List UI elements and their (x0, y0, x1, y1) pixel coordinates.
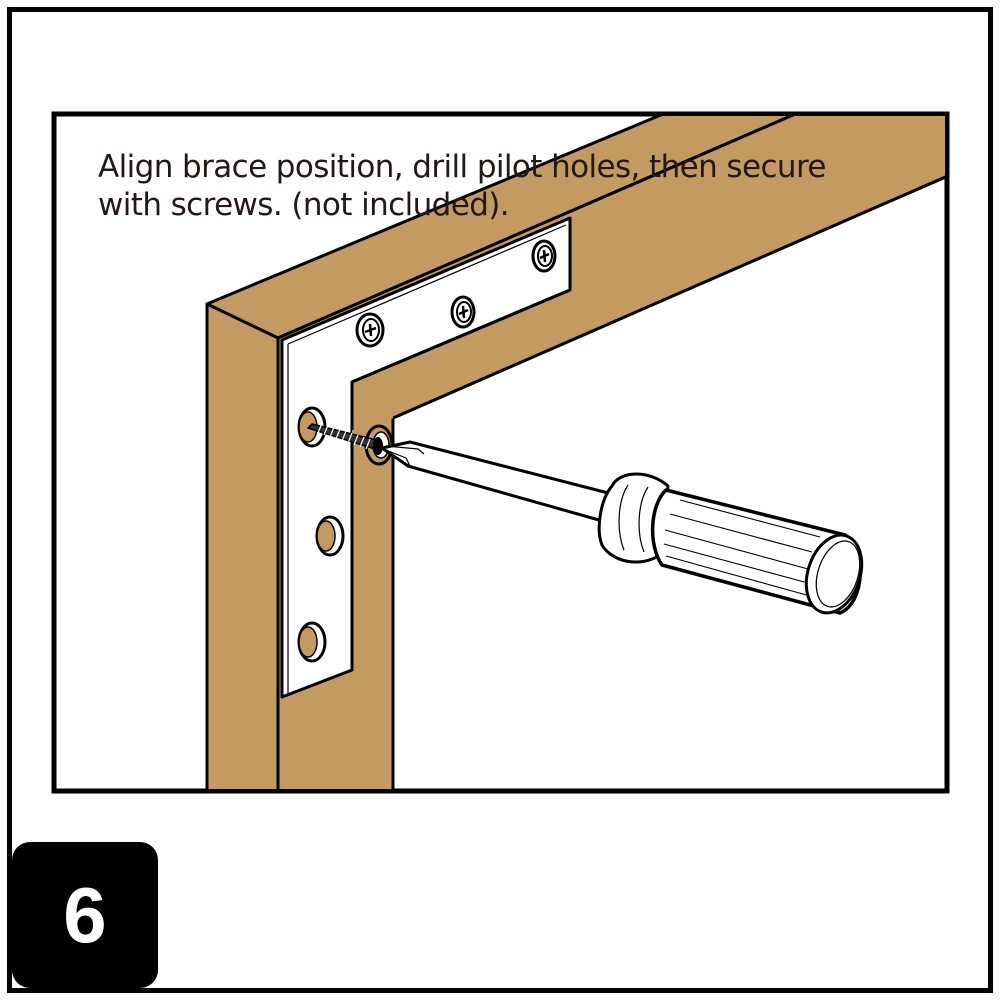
step-number-badge: 6 (12, 842, 158, 988)
screwdriver-end-cap (804, 533, 864, 615)
post-side-face (205, 302, 280, 789)
empty-screw-hole (315, 515, 345, 557)
screwdriver-collar (597, 472, 670, 564)
instruction-line-2: with screws. (not included). (98, 187, 510, 223)
installed-screw (531, 239, 557, 273)
instruction-text: Align brace position, drill pilot holes,… (98, 148, 918, 224)
screwdriver (380, 440, 864, 615)
installed-screw (355, 312, 385, 348)
screw-being-driven (306, 422, 383, 455)
step-number: 6 (63, 871, 107, 959)
instruction-line-1: Align brace position, drill pilot holes,… (98, 149, 826, 185)
empty-screw-hole (297, 621, 327, 663)
installed-screw (450, 295, 476, 329)
